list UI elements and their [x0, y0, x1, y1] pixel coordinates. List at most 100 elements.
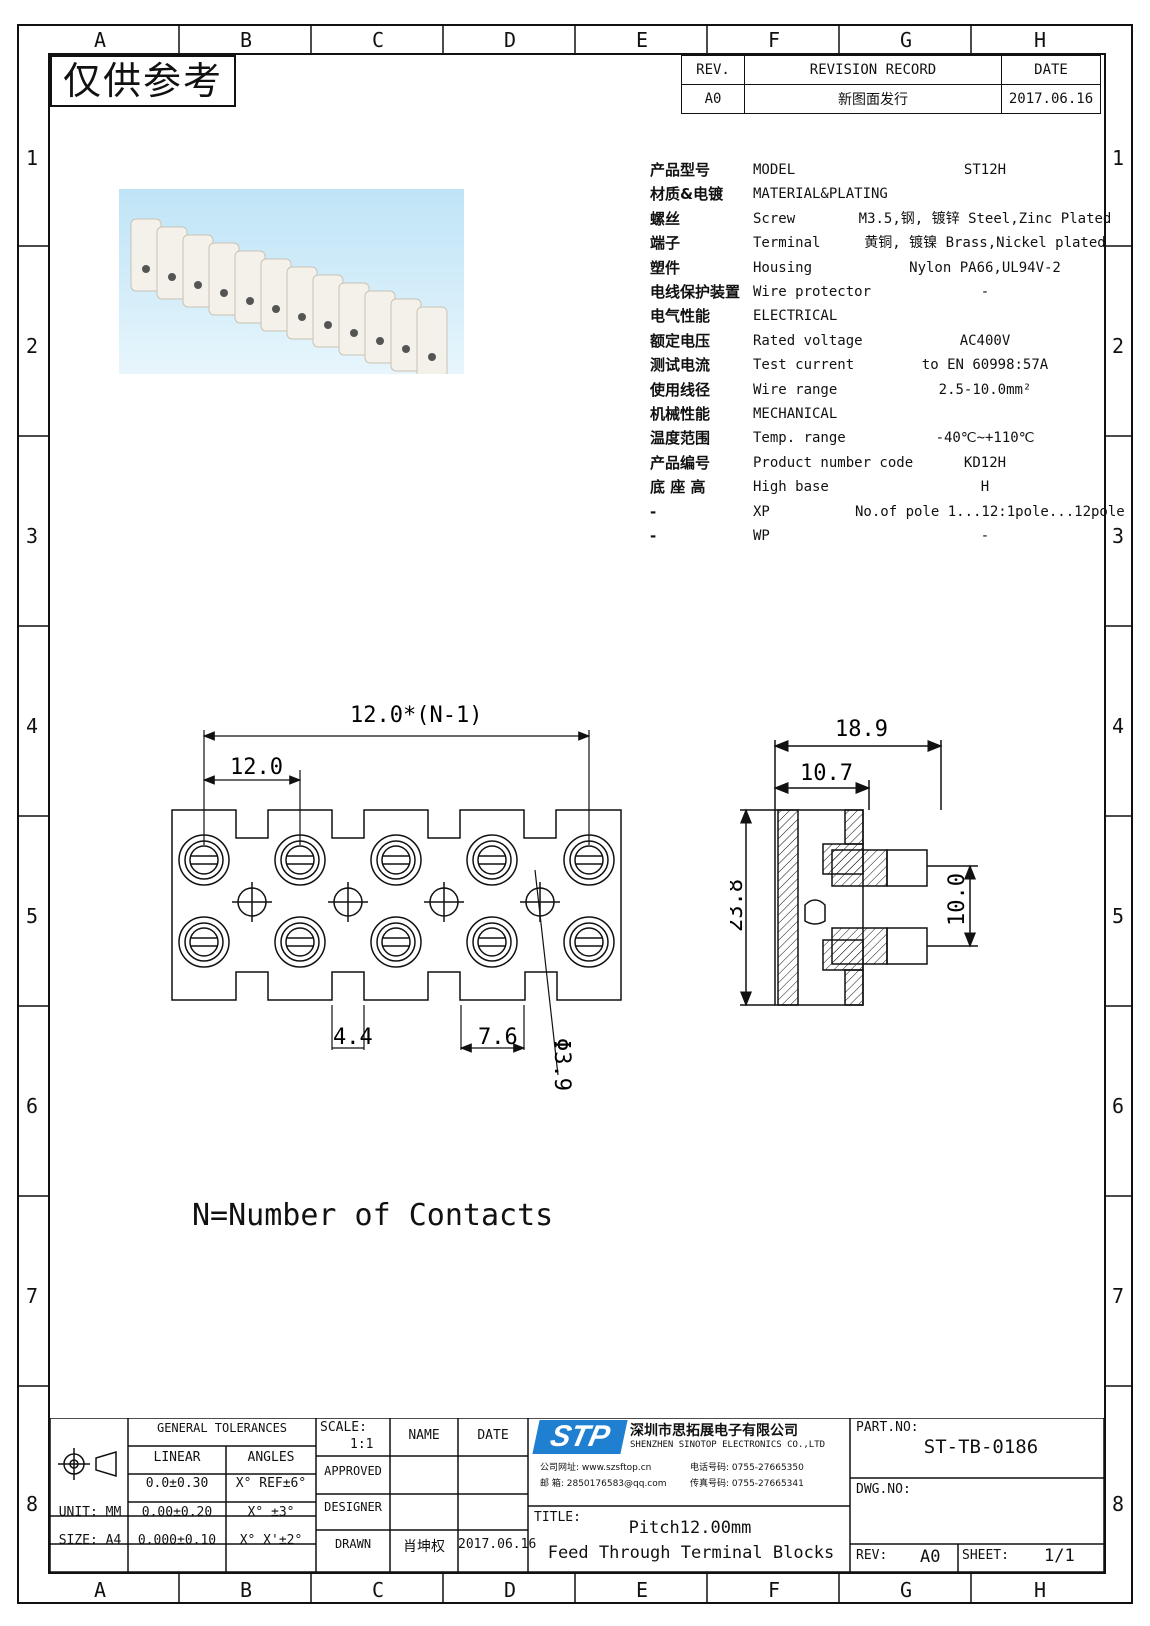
- spec-cn-5: 电线保护装置: [650, 283, 741, 301]
- dim-pitch: 12.0: [230, 755, 283, 780]
- zone-col-bottom-F: F: [767, 1578, 781, 1602]
- spec-val-3: 黄铜, 镀镍 Brass,Nickel plated: [864, 235, 1106, 252]
- dim-tab-width: 7.6: [478, 1025, 518, 1050]
- spec-val-15: -: [980, 528, 990, 544]
- zone-row-left-8: 8: [25, 1492, 39, 1516]
- zone-row-right-8: 8: [1111, 1492, 1125, 1516]
- spec-cn-2: 螺丝: [650, 209, 681, 228]
- spec-val-5: -: [980, 284, 990, 300]
- screw-head-2: [370, 834, 422, 886]
- spec-val-6: [855, 304, 1115, 328]
- rev-value-tb: A0: [920, 1547, 941, 1567]
- zone-row-right-2: 2: [1111, 334, 1125, 358]
- tolerance-cell-0-1: 0.0±0.30: [145, 1476, 209, 1491]
- rev-date-value: 2017.06.16: [1001, 84, 1101, 114]
- spec-cn-12: 产品编号: [650, 453, 711, 472]
- spec-en-13: High base: [753, 479, 829, 496]
- zone-row-right-4: 4: [1111, 714, 1125, 738]
- tolerance-cell-2-1: 0.000±0.10: [137, 1533, 217, 1548]
- screw-head-3: [466, 834, 518, 886]
- terminal-block-photo-image: [130, 218, 448, 380]
- dim-depth-inner: 10.7: [800, 761, 853, 786]
- designer-label: DESIGNER: [324, 1500, 382, 1514]
- spec-en-9: Wire range: [753, 381, 838, 398]
- spec-en-3: Terminal: [753, 235, 821, 252]
- tolerance-cell-1-1: 0.00±0.20: [141, 1505, 213, 1520]
- tolerance-cell-0-2: X° REF±6°: [235, 1476, 307, 1491]
- zone-col-bottom-G: G: [899, 1578, 913, 1602]
- rev-label: REV:: [856, 1548, 888, 1563]
- dwg-no-label: DWG.NO:: [856, 1482, 911, 1497]
- spec-en-10: MECHANICAL: [753, 406, 838, 422]
- zone-row-left-3: 3: [25, 524, 39, 548]
- spec-val-7: AC400V: [959, 332, 1011, 349]
- title-block-grid: [50, 1418, 1105, 1573]
- spec-val-14: No.of pole 1...12:1pole...12pole: [855, 503, 1125, 520]
- dim-hole-diameter: Φ3.9: [549, 1038, 574, 1091]
- terminal-housing-outline: [171, 809, 622, 1001]
- sheet-label: SHEET:: [962, 1548, 1009, 1563]
- spec-val-11: -40℃~+110℃: [935, 430, 1035, 447]
- product-photo: [119, 189, 464, 380]
- zone-col-top-C: C: [371, 28, 385, 52]
- revision-record-value: 新图面发行: [744, 84, 1002, 114]
- title-label: TITLE:: [534, 1510, 581, 1525]
- screw-head-1: [274, 916, 326, 968]
- spec-en-1: MATERIAL&PLATING: [753, 186, 888, 203]
- zone-col-bottom-H: H: [1033, 1578, 1047, 1602]
- zone-col-top-D: D: [503, 28, 517, 52]
- spec-val-12: KD12H: [963, 454, 1007, 471]
- date-header-tb: DATE: [477, 1428, 509, 1443]
- spec-val-0: ST12H: [963, 162, 1007, 178]
- screw-head-2: [370, 916, 422, 968]
- drawn-date: 2017.06.16: [458, 1537, 537, 1552]
- part-number: ST-TB-0186: [923, 1436, 1039, 1458]
- dim-depth: 18.9: [835, 717, 888, 742]
- spec-en-2: Screw: [753, 210, 796, 227]
- contacts-note: N=Number of Contacts: [192, 1198, 554, 1233]
- zone-col-bottom-B: B: [239, 1578, 253, 1602]
- zone-row-left-4: 4: [25, 714, 39, 738]
- spec-val-9: 2.5-10.0mm²: [938, 381, 1032, 398]
- tolerance-cell-2-2: X° X'±2°: [239, 1533, 303, 1548]
- rev-header: REV.: [681, 55, 745, 85]
- spec-en-15: WP: [753, 528, 770, 544]
- tolerance-cell-1-2: X° ±3°: [247, 1505, 295, 1520]
- projection-symbol-icon: [58, 1448, 117, 1480]
- zone-col-top-A: A: [93, 28, 107, 52]
- zone-row-left-2: 2: [25, 334, 39, 358]
- spec-cn-11: 温度范围: [650, 429, 711, 448]
- linear-label: LINEAR: [153, 1450, 201, 1465]
- revision-record-header: REVISION RECORD: [744, 55, 1002, 85]
- approved-label: APPROVED: [324, 1464, 382, 1478]
- part-no-label: PART.NO:: [856, 1420, 919, 1435]
- spec-en-4: Housing: [753, 259, 813, 276]
- general-tolerances-label: GENERAL TOLERANCES: [156, 1421, 288, 1435]
- spec-en-7: Rated voltage: [753, 332, 863, 349]
- spec-val-4: Nylon PA66,UL94V-2: [909, 259, 1061, 276]
- photo-pole: [416, 306, 448, 380]
- spec-en-0: MODEL: [753, 162, 796, 178]
- spec-cn-9: 使用线径: [650, 380, 711, 399]
- zone-row-right-3: 3: [1111, 524, 1125, 548]
- reference-stamp: 仅供参考: [50, 55, 236, 107]
- dim-height: 23.8: [730, 879, 748, 932]
- angles-label: ANGLES: [247, 1450, 295, 1465]
- company-phone: 电话号码: 0755-27665350: [690, 1463, 804, 1473]
- spec-en-11: Temp. range: [753, 430, 846, 447]
- company-logo: STP: [532, 1420, 628, 1454]
- zone-col-top-E: E: [635, 28, 649, 52]
- spec-val-10: [855, 402, 1115, 426]
- screw-head-3: [466, 916, 518, 968]
- spec-en-6: ELECTRICAL: [753, 308, 838, 325]
- screw-head-0: [178, 916, 230, 968]
- zone-col-top-H: H: [1033, 28, 1047, 52]
- zone-row-left-1: 1: [25, 146, 39, 170]
- rev-value: A0: [681, 84, 745, 114]
- tolerance-cell-1-0: UNIT: MM: [58, 1505, 122, 1520]
- spec-val-8: to EN 60998:57A: [921, 357, 1049, 374]
- drawn-name: 肖坤权: [403, 1539, 445, 1555]
- zone-row-left-6: 6: [25, 1094, 39, 1118]
- company-name-en: SHENZHEN SINOTOP ELECTRONICS CO.,LTD: [630, 1440, 826, 1450]
- zone-row-right-7: 7: [1111, 1284, 1125, 1308]
